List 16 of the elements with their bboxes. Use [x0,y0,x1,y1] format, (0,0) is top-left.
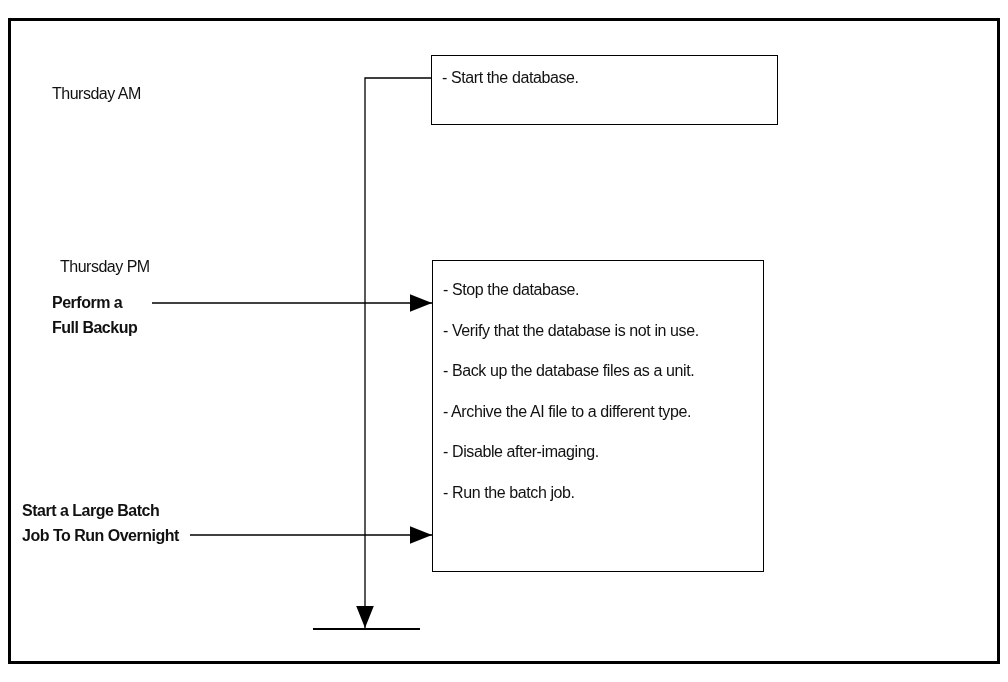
step-box [431,55,778,125]
event-label: Start a Large Batch Job To Run Overnight [22,498,190,576]
step-box [432,260,764,572]
arrow [356,77,432,629]
time-label: Thursday AM [52,85,141,103]
list-item: - Start the database. [442,69,579,87]
list-item: - Verify that the database is not in use. [443,321,699,340]
list-item: - Run the batch job. [443,484,575,502]
list-item: - Archive the AI file to a different type. [443,402,691,421]
list-item: - Disable after-imaging. [443,443,599,462]
arrow [189,526,433,544]
list-item: - Back up the database files as a unit. [443,362,695,381]
time-label: Thursday PM [60,258,150,276]
event-label: Perform a Full Backup [52,290,152,342]
list-item: - Stop the database. [443,281,580,299]
arrow [151,294,433,312]
